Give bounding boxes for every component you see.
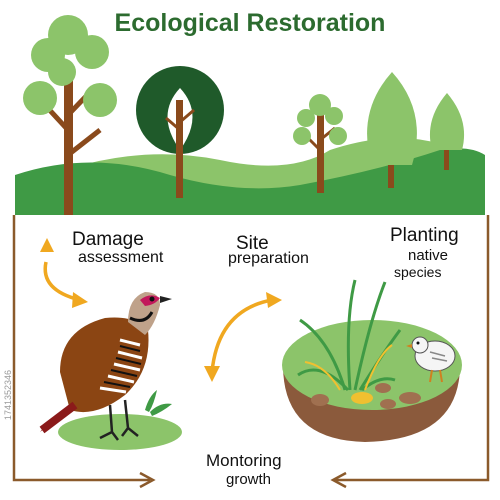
stage-planting-sublabel-2: species: [394, 264, 442, 280]
stage-damage-sublabel: assessment: [78, 249, 164, 266]
planting-island: [282, 279, 462, 442]
frame-arrow-right: [330, 471, 347, 489]
stock-image-id: 1741352346: [3, 370, 13, 421]
arrow-site: [204, 292, 282, 382]
stage-planting-label: Planting: [390, 225, 459, 246]
stage-monitoring-sublabel: growth: [226, 471, 272, 488]
tree-dark-round: [136, 66, 224, 198]
arrow-damage: [40, 238, 88, 308]
stage-site-sublabel: preparation: [228, 250, 309, 267]
stage-site-label: Site: [236, 233, 269, 254]
tree-conifer-1: [367, 72, 417, 188]
frame-arrow-left: [139, 471, 156, 489]
stage-damage-label: Damage: [72, 229, 144, 250]
cycle-frame: [12, 215, 490, 482]
stage-monitoring-label: Montoring: [206, 451, 282, 470]
tree-large: [23, 15, 117, 215]
diagram-title: Ecological Restoration: [114, 9, 386, 37]
tree-small: [293, 94, 347, 193]
tree-conifer-2: [429, 93, 465, 170]
partridge-illustration: [39, 292, 182, 450]
stage-planting-sublabel-1: native: [408, 247, 449, 264]
hill-front: [15, 148, 485, 215]
